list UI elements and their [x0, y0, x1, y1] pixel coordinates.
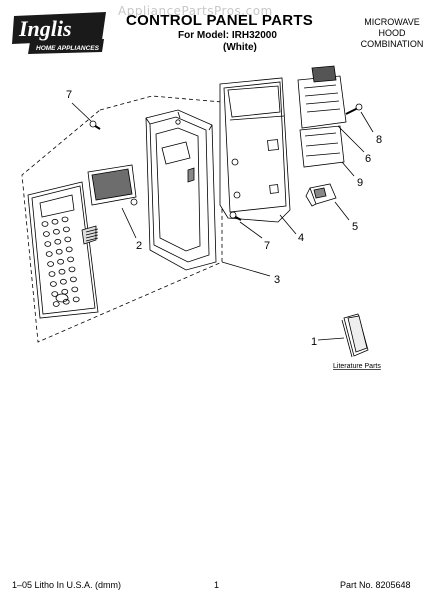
leader-line — [341, 161, 355, 177]
color-line: (White) — [223, 42, 257, 53]
product-type-line: MICROWAVE — [364, 17, 420, 27]
keypad-button — [43, 231, 50, 237]
leader-line — [279, 214, 297, 235]
leader-line — [317, 337, 345, 341]
keypad-button — [52, 301, 60, 307]
keypad-button — [41, 221, 49, 227]
keypad-button — [68, 266, 76, 273]
keypad-button — [63, 226, 70, 233]
keypad-button — [53, 228, 60, 235]
leader-line — [334, 201, 350, 221]
keypad-button — [72, 296, 80, 303]
leader-line — [71, 102, 92, 122]
watermark: AppliancePartsPros.com — [118, 4, 273, 18]
keypad-button — [70, 276, 77, 283]
callout-9: 9 — [357, 177, 363, 189]
callout-8: 8 — [376, 134, 382, 146]
product-type-line: HOOD — [378, 28, 406, 38]
keypad-button — [61, 216, 69, 223]
keypad-button — [60, 278, 67, 285]
display-window-part-2 — [87, 164, 138, 206]
keypad-button — [51, 218, 59, 225]
literature-booklet-part-1 — [341, 313, 369, 358]
callout-7: 7 — [66, 89, 72, 101]
keypad-membrane — [27, 181, 99, 319]
circuit-board-part-9 — [299, 125, 345, 168]
leader-line — [121, 207, 137, 239]
screw-part-8 — [345, 103, 363, 115]
literature-parts-label: Literature Parts — [333, 363, 381, 370]
screw-part-7-top — [89, 120, 101, 130]
inglis-logo: Inglis HOME APPLIANCES — [12, 12, 106, 54]
keypad-button — [71, 286, 79, 293]
circuit-board-part-6 — [297, 65, 347, 129]
keypad-button — [58, 268, 66, 275]
keypad-button — [57, 258, 64, 265]
leader-line — [221, 261, 271, 277]
callout-5: 5 — [352, 221, 358, 233]
callout-3: 3 — [274, 274, 280, 286]
brand-subtitle: HOME APPLIANCES — [36, 45, 100, 52]
leader-line — [337, 125, 365, 153]
footer-print-info: 1–05 Litho In U.S.A. (dmm) — [12, 580, 122, 590]
start-pad-button — [55, 293, 69, 303]
footer-page-number: 1 — [214, 580, 220, 590]
control-panel-frame — [145, 109, 217, 271]
keypad-button — [48, 271, 56, 277]
callout-1: 1 — [311, 336, 317, 348]
footer-part-number: Part No. 8205648 — [340, 580, 411, 590]
keypad-button — [50, 281, 57, 287]
keypad-buttons — [41, 216, 80, 307]
callout-7: 7 — [264, 240, 270, 252]
keypad-button — [54, 238, 62, 245]
callout-6: 6 — [365, 153, 371, 165]
callout-4: 4 — [298, 232, 304, 244]
keypad-button — [44, 241, 52, 247]
callout-2: 2 — [136, 240, 142, 252]
product-type: MICROWAVE HOOD COMBINATION — [352, 17, 432, 50]
keypad-button — [64, 236, 72, 243]
bracket-part-5 — [305, 183, 337, 207]
control-board-part-4 — [219, 77, 291, 223]
keypad-button — [67, 256, 74, 263]
keypad-button — [55, 248, 63, 255]
ribbon-cable — [85, 228, 99, 242]
assembly-outline — [21, 95, 223, 343]
page-title: CONTROL PANEL PARTS — [126, 12, 314, 29]
keypad-button — [65, 246, 73, 253]
model-line: For Model: IRH32000 — [178, 30, 277, 41]
brand-name: Inglis — [18, 16, 72, 41]
keypad-button — [45, 251, 53, 257]
screw-part-7-center — [229, 211, 242, 221]
keypad-button — [47, 261, 54, 267]
leader-line — [239, 221, 263, 239]
keypad-button — [51, 291, 59, 297]
product-type-line: COMBINATION — [360, 39, 424, 49]
leader-line — [360, 111, 374, 133]
